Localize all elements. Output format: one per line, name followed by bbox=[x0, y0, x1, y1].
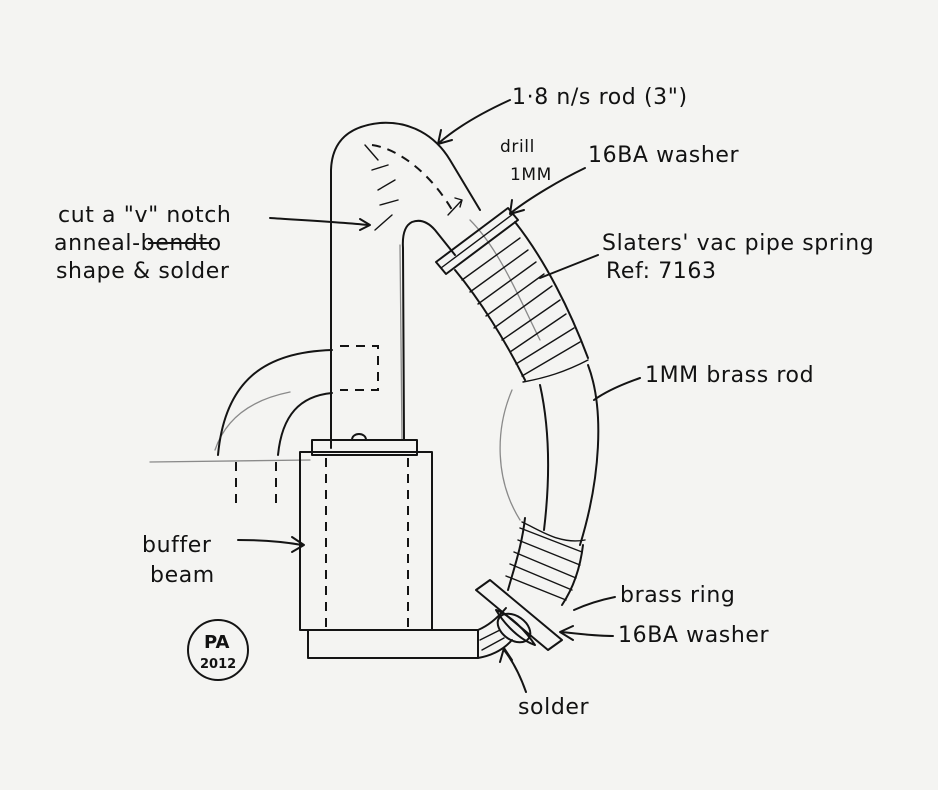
label-washer-top: 16BA washer bbox=[588, 143, 740, 168]
pencil-guidelines bbox=[149, 219, 541, 521]
label-solder: solder bbox=[518, 695, 590, 720]
label-notch: cut a "v" notch bbox=[58, 203, 231, 228]
bottom-washer bbox=[475, 579, 563, 651]
brass-rod-loop bbox=[539, 364, 600, 546]
vac-pipe-spring-lower bbox=[505, 517, 586, 606]
label-drill-size: 1MM bbox=[510, 165, 552, 185]
buffer-beam bbox=[235, 433, 433, 631]
annotation-labels: 1·8 n/s rod (3") drill 1MM 16BA washer c… bbox=[54, 85, 874, 720]
bottom-bar bbox=[307, 607, 513, 659]
vac-pipe-spring-upper bbox=[454, 221, 589, 383]
signature-year: 2012 bbox=[200, 657, 236, 672]
label-rod: 1·8 n/s rod (3") bbox=[512, 85, 688, 110]
top-washer bbox=[435, 207, 519, 275]
label-washer-bottom: 16BA washer bbox=[618, 623, 770, 648]
label-brass-ring: brass ring bbox=[620, 583, 735, 608]
artist-signature: PA 2012 bbox=[187, 619, 249, 681]
label-anneal-a: anneal- bbox=[54, 231, 141, 256]
signature-initials: PA bbox=[204, 632, 230, 653]
leader-arrows bbox=[237, 99, 641, 693]
label-beam: beam bbox=[150, 563, 215, 588]
label-spring: Slaters' vac pipe spring bbox=[602, 231, 874, 256]
left-pipe-bend bbox=[217, 345, 379, 456]
ns-rod bbox=[330, 121, 481, 449]
label-drill: drill bbox=[500, 137, 535, 157]
label-spring-ref: Ref: 7163 bbox=[606, 259, 717, 284]
notch-pointer bbox=[269, 217, 371, 231]
label-brass-rod: 1MM brass rod bbox=[645, 363, 814, 388]
label-shape-solder: shape & solder bbox=[56, 259, 230, 284]
label-buffer: buffer bbox=[142, 533, 212, 558]
